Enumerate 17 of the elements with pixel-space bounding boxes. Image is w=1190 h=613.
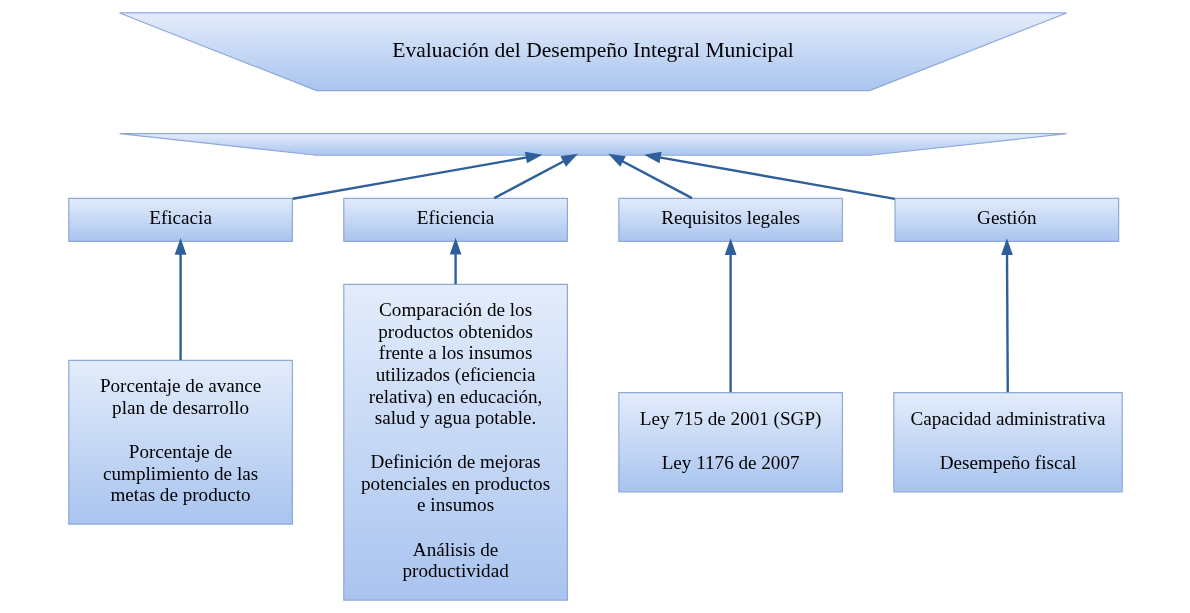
node-box: Comparación de los productos obtenidos frente a los insumos utilizados (eficiencia relativa) en educación, salud y agua potable. Definición de mejoras potenciales en productos e insumos Análisis de productividad <box>342 283 568 601</box>
arrow <box>724 238 736 393</box>
node-box: Eficiencia <box>342 197 568 242</box>
arrow <box>1000 238 1013 393</box>
node-box: Ley 715 de 2001 (SGP) Ley 1176 de 2007 <box>617 392 843 493</box>
arrow <box>607 153 692 200</box>
node-box: Capacidad administrativa Desempeño fiscal <box>892 392 1123 493</box>
node-box: Gestión <box>893 197 1119 242</box>
node-box: Porcentaje de avance plan de desarrollo Porcentaje de cumplimiento de las metas de producto <box>67 359 293 525</box>
arrow <box>174 237 186 361</box>
arrow <box>292 151 542 200</box>
arrow <box>493 153 578 200</box>
node-box: Eficacia <box>67 197 293 242</box>
arrow <box>643 151 895 201</box>
node-trapezium <box>118 133 1067 156</box>
arrow <box>449 237 461 285</box>
node-box: Requisitos legales <box>617 197 843 242</box>
